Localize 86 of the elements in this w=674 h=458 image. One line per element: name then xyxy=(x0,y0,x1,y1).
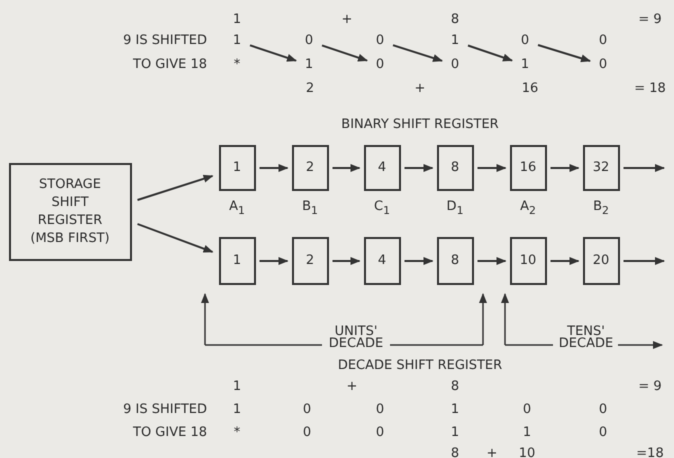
register-cell: 32 xyxy=(582,145,620,191)
bit-digit: 1 xyxy=(522,426,532,440)
row-label: 9 IS SHIFTED xyxy=(123,34,207,48)
arrow xyxy=(478,257,506,265)
register-cell: 8 xyxy=(436,145,474,191)
register-cell: 4 xyxy=(364,237,400,285)
decade-label: UNITS' DECADE xyxy=(328,326,384,350)
sum-term: 8 xyxy=(450,380,460,394)
bit-digit: 0 xyxy=(376,403,384,417)
row-label: TO GIVE 18 xyxy=(133,58,207,72)
bit-digit: 0 xyxy=(448,56,462,74)
arrow xyxy=(250,44,297,62)
arrow xyxy=(260,257,288,265)
plus-sign: + xyxy=(414,82,426,96)
bit-digit: 0 xyxy=(373,32,387,50)
bit-digit: 0 xyxy=(598,403,608,417)
register-stage-label: B$_{2}$ xyxy=(593,200,609,218)
sum-result: = 9 xyxy=(638,380,662,394)
plus-sign: + xyxy=(486,447,498,458)
carry-mark: * xyxy=(234,58,240,72)
arrow xyxy=(332,164,360,172)
bit-digit: 1 xyxy=(450,426,460,440)
decade-label: TENS' DECADE xyxy=(558,326,614,350)
sum-result: = 9 xyxy=(638,13,662,27)
carry-mark: * xyxy=(234,426,240,440)
arrow xyxy=(392,44,443,62)
bit-digit: 1 xyxy=(450,403,460,417)
register-title: DECADE SHIFT REGISTER xyxy=(338,359,502,373)
register-stage-label: B$_{1}$ xyxy=(302,200,318,218)
sum-result: = 18 xyxy=(634,82,666,96)
arrow xyxy=(322,44,368,62)
sum-term: 1 xyxy=(232,13,242,27)
register-cell: 8 xyxy=(436,237,474,285)
register-title: BINARY SHIFT REGISTER xyxy=(341,118,499,132)
bit-digit: 0 xyxy=(518,32,532,50)
bit-digit: 1 xyxy=(232,403,242,417)
arrow xyxy=(478,164,506,172)
arrow xyxy=(260,164,288,172)
bit-digit: 1 xyxy=(448,32,462,50)
bit-digit: 0 xyxy=(598,34,608,48)
bit-digit: 0 xyxy=(302,32,316,50)
arrow xyxy=(332,257,360,265)
plus-sign: + xyxy=(342,13,352,27)
register-cell: 1 xyxy=(218,145,256,191)
sum-term: 8 xyxy=(450,13,460,27)
register-cell: 4 xyxy=(364,145,400,191)
bit-digit: 0 xyxy=(522,403,532,417)
arrow xyxy=(404,257,434,265)
sum-term: 1 xyxy=(232,380,242,394)
arrow xyxy=(404,164,434,172)
sum-term: 16 xyxy=(522,82,538,96)
register-stage-label: A$_{1}$ xyxy=(229,200,245,218)
register-cell: 20 xyxy=(582,237,620,285)
arrow xyxy=(624,257,665,265)
register-stage-label: D$_{1}$ xyxy=(446,200,464,218)
bit-digit: 0 xyxy=(302,426,312,440)
register-box: STORAGE SHIFT REGISTER (MSB FIRST) xyxy=(8,163,132,261)
bit-digit: 0 xyxy=(373,56,387,74)
sum-term: 8 xyxy=(450,447,460,458)
register-cell: 2 xyxy=(292,237,328,285)
register-stage-label: A$_{2}$ xyxy=(520,200,536,218)
arrow xyxy=(137,223,214,253)
arrow xyxy=(468,44,513,62)
bit-digit: 1 xyxy=(518,56,532,74)
register-cell: 1 xyxy=(218,237,256,285)
plus-sign: + xyxy=(346,380,358,394)
bit-digit: 1 xyxy=(302,56,316,74)
register-cell: 10 xyxy=(510,237,546,285)
bit-digit: 0 xyxy=(596,56,610,74)
register-cell: 16 xyxy=(510,145,546,191)
bit-digit: 0 xyxy=(302,403,312,417)
register-cell: 2 xyxy=(292,145,328,191)
arrow xyxy=(624,164,665,172)
bit-digit: 0 xyxy=(598,426,608,440)
row-label: 9 IS SHIFTED xyxy=(123,403,207,417)
arrow xyxy=(538,44,591,62)
bit-digit: 0 xyxy=(376,426,384,440)
sum-result: =18 xyxy=(636,447,664,458)
bit-digit: 1 xyxy=(230,32,244,50)
arrow xyxy=(550,164,580,172)
sum-term: 10 xyxy=(518,447,536,458)
register-stage-label: C$_{1}$ xyxy=(374,200,390,218)
arrow xyxy=(550,257,580,265)
sum-term: 2 xyxy=(306,82,314,96)
row-label: TO GIVE 18 xyxy=(133,426,207,440)
arrow xyxy=(137,174,214,201)
